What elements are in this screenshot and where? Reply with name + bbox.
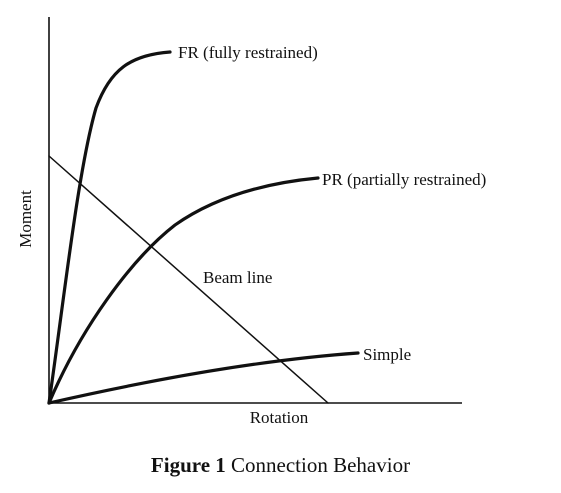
caption-label: Figure 1	[150, 453, 226, 477]
caption-text: Connection Behavior	[231, 453, 411, 477]
y-axis-label: Moment	[16, 190, 35, 248]
fr-curve-label: FR (fully restrained)	[178, 43, 318, 62]
pr-curve-label: PR (partially restrained)	[322, 170, 486, 189]
fr-curve	[47, 50, 172, 405]
simple-curve-label: Simple	[363, 345, 411, 364]
beam-line-label: Beam line	[203, 268, 272, 287]
connection-behavior-diagram: Moment Rotation FR (fully restrained) PR…	[16, 17, 486, 427]
simple-curve	[47, 351, 360, 405]
figure-caption: Figure 1 Connection Behavior	[0, 452, 561, 478]
x-axis-label: Rotation	[250, 408, 309, 427]
beam-line	[48, 155, 329, 404]
pr-curve	[47, 176, 320, 405]
